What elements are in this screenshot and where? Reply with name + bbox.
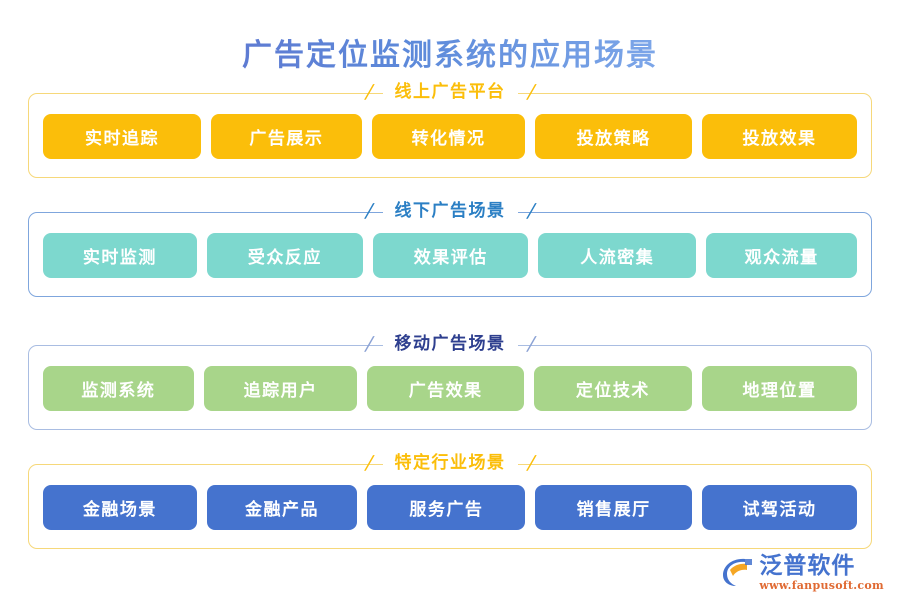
tag-item[interactable]: 观众流量 — [706, 233, 857, 278]
logo-company-name: 泛普软件 — [759, 553, 856, 579]
tag-item[interactable]: 金融场景 — [43, 485, 197, 530]
tag-row: 监测系统 追踪用户 广告效果 定位技术 地理位置 — [29, 346, 871, 429]
logo-text-group: 泛普软件 www.fanpusoft.com — [759, 553, 884, 593]
tag-item[interactable]: 试驾活动 — [701, 485, 857, 530]
tag-row: 金融场景 金融产品 服务广告 销售展厅 试驾活动 — [29, 465, 871, 548]
tag-row: 实时追踪 广告展示 转化情况 投放策略 投放效果 — [29, 94, 871, 177]
tag-item[interactable]: 服务广告 — [367, 485, 526, 530]
tag-item[interactable]: 定位技术 — [533, 366, 692, 411]
section-mobile-ad-scene: / 移动广告场景 / 监测系统 追踪用户 广告效果 定位技术 地理位置 — [28, 333, 872, 430]
tag-item[interactable]: 投放效果 — [701, 114, 857, 159]
tag-item[interactable]: 效果评估 — [373, 233, 529, 278]
section-offline-ad-scene: / 线下广告场景 / 实时监测 受众反应 效果评估 人流密集 观众流量 — [28, 200, 872, 297]
tag-item[interactable]: 实时追踪 — [43, 114, 201, 159]
tag-row: 实时监测 受众反应 效果评估 人流密集 观众流量 — [29, 213, 871, 296]
tag-item[interactable]: 金融产品 — [206, 485, 358, 530]
tag-item[interactable]: 受众反应 — [206, 233, 364, 278]
tag-item[interactable]: 实时监测 — [43, 233, 197, 278]
section-online-ad-platform: / 线上广告平台 / 实时追踪 广告展示 转化情况 投放策略 投放效果 — [28, 81, 872, 178]
tag-item[interactable]: 投放策略 — [535, 114, 692, 159]
tag-item[interactable]: 地理位置 — [701, 366, 857, 411]
fanpu-logo-icon — [721, 556, 755, 588]
tag-item[interactable]: 转化情况 — [371, 114, 526, 159]
section-specific-industry-scene: / 特定行业场景 / 金融场景 金融产品 服务广告 销售展厅 试驾活动 — [28, 452, 872, 549]
tag-item[interactable]: 广告展示 — [210, 114, 362, 159]
brand-logo: 泛普软件 www.fanpusoft.com — [721, 554, 884, 592]
tag-item[interactable]: 追踪用户 — [203, 366, 358, 411]
page-title: 广告定位监测系统的应用场景 — [0, 0, 900, 78]
logo-website-url: www.fanpusoft.com — [759, 579, 884, 592]
tag-item[interactable]: 监测系统 — [43, 366, 194, 411]
tag-item[interactable]: 销售展厅 — [535, 485, 692, 530]
tag-item[interactable]: 广告效果 — [367, 366, 524, 411]
tag-item[interactable]: 人流密集 — [538, 233, 697, 278]
